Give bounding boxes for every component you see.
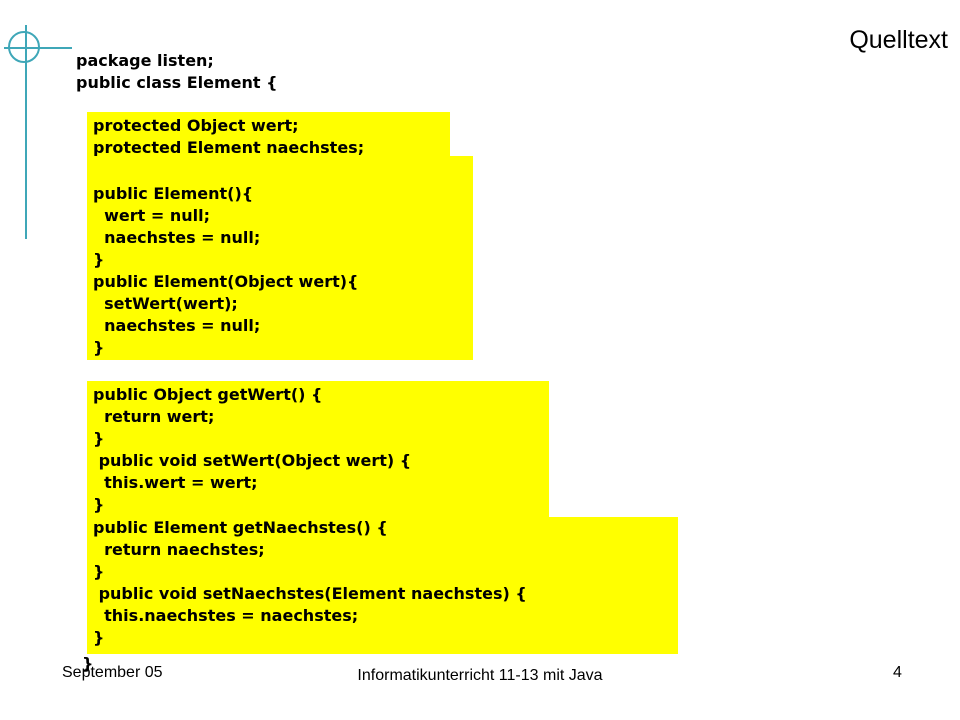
code-block-naechstes-methods: public Element getNaechstes() { return n… [87,517,678,654]
code-header: package listen; public class Element { [76,51,278,92]
code-naechstes-methods-text: public Element getNaechstes() { return n… [93,518,527,647]
code-block-wert-methods: public Object getWert() { return wert; }… [87,381,549,519]
footer-page-number: 4 [893,664,902,681]
code-block-constructors: public Element(){ wert = null; naechstes… [87,156,473,360]
code-block-fields: protected Object wert; protected Element… [87,112,450,158]
decorative-crosshair-circle [8,31,40,63]
slide-title: Quelltext [849,26,948,54]
code-constructors-text: public Element(){ wert = null; naechstes… [93,184,359,357]
footer-course-title: Informatikunterricht 11-13 mit Java [357,667,603,684]
code-closing-brace: } [82,654,94,673]
code-fields-text: protected Object wert; protected Element… [93,116,365,157]
code-wert-methods-text: public Object getWert() { return wert; }… [93,385,412,514]
decorative-crosshair-vertical [25,25,27,239]
footer-date: September 05 [62,664,163,681]
